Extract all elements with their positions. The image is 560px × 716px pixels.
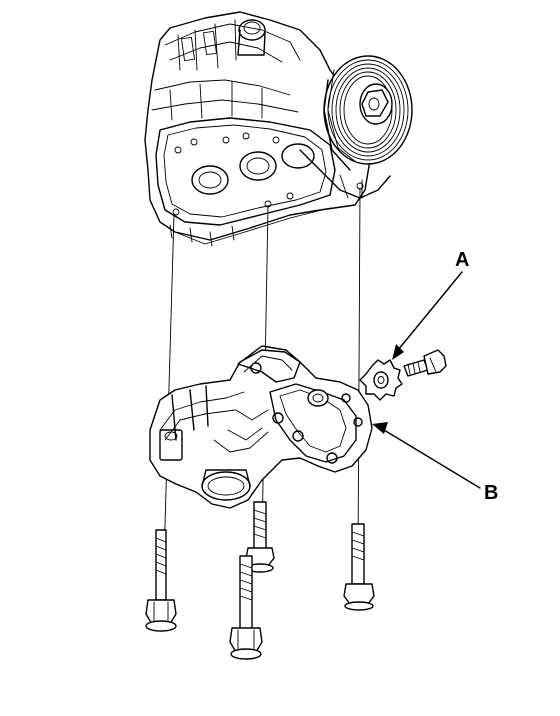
mounting-bolt xyxy=(145,529,177,632)
sprocket-bolt xyxy=(403,349,447,377)
callout-leader-a xyxy=(392,271,463,360)
oil-pump xyxy=(149,345,373,509)
callout-label-a: A xyxy=(455,249,470,271)
drive-sprocket xyxy=(359,359,403,401)
mounting-bolt xyxy=(245,501,275,573)
crankshaft-pulley xyxy=(299,55,413,199)
mounting-bolt xyxy=(343,523,375,611)
callout-leader-b xyxy=(372,422,481,489)
mounting-bolt xyxy=(229,555,263,660)
engine-block xyxy=(144,11,371,247)
callout-label-b: B xyxy=(484,482,499,504)
